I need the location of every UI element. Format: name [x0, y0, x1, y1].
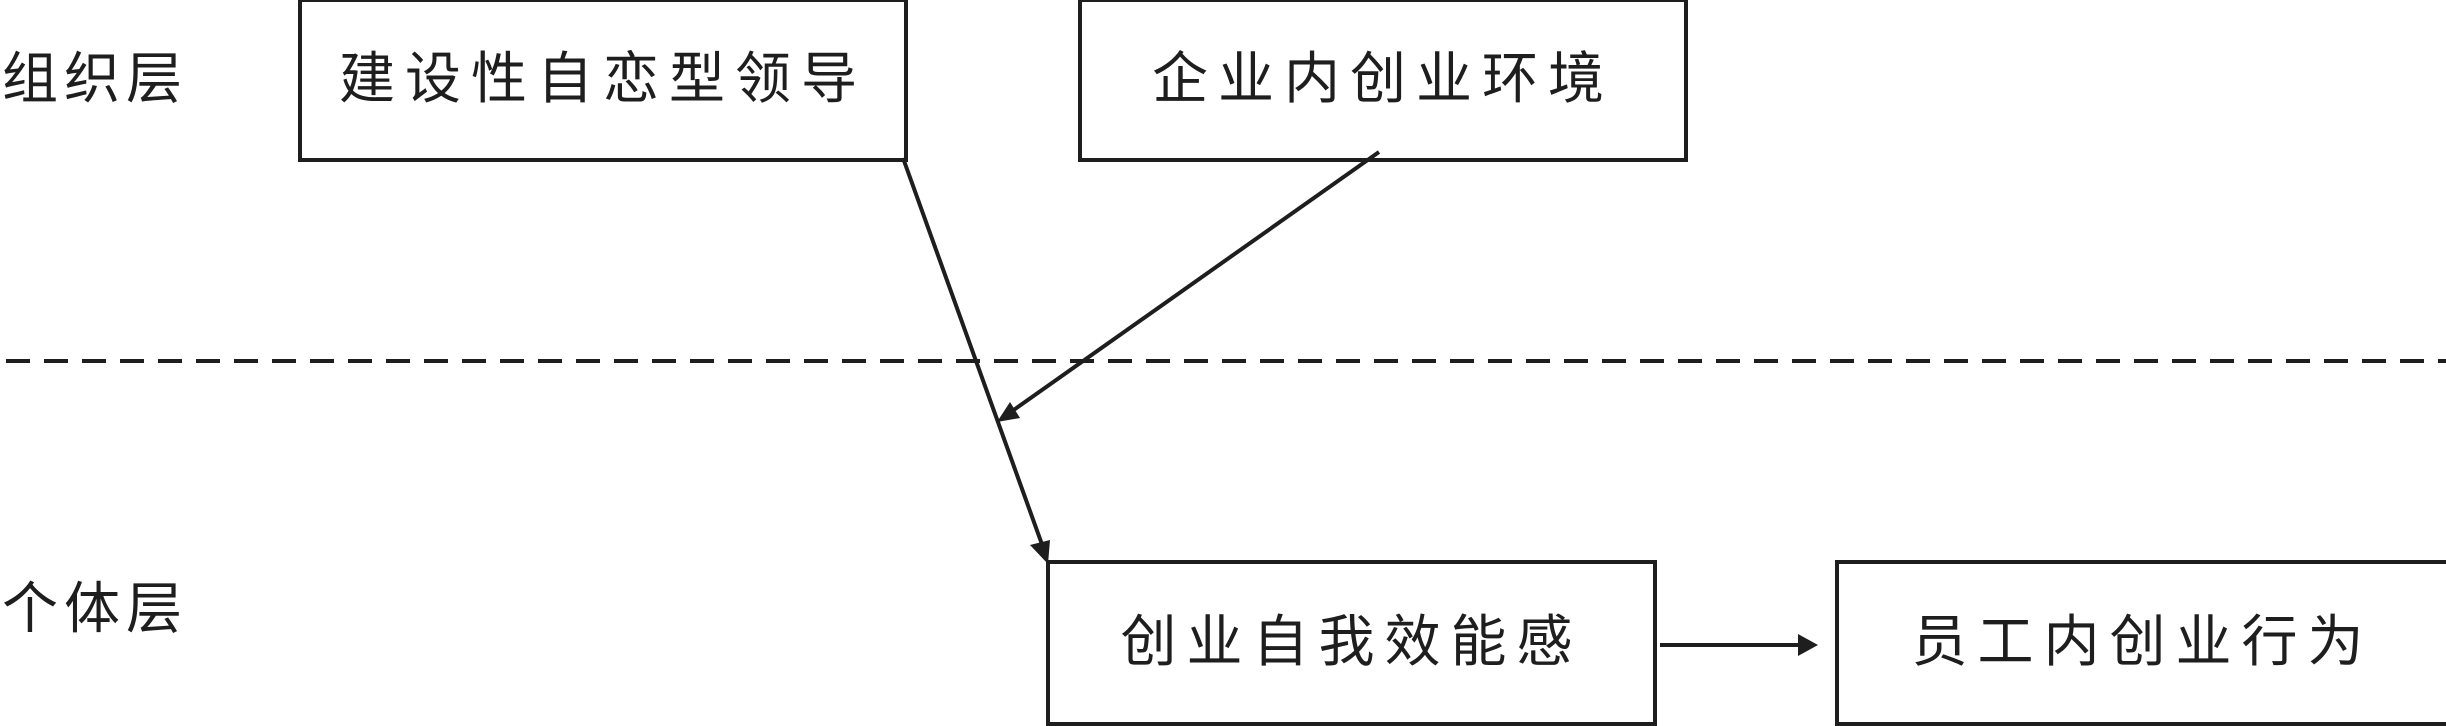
node-employee-intrapreneurial-behavior: 员工内创业行为 [1835, 560, 2446, 726]
node-label: 创业自我效能感 [1120, 610, 1583, 675]
edge-leadership-to-self-efficacy [901, 157, 1046, 551]
edge-environment-moderation [1006, 150, 1381, 416]
organization-layer-label: 组织层 [2, 47, 188, 112]
node-label: 建设性自恋型领导 [339, 47, 867, 112]
arrowhead-icon [997, 402, 1020, 422]
node-constructive-narcissistic-leadership: 建设性自恋型领导 [298, 0, 908, 162]
individual-layer-label: 个体层 [2, 577, 188, 642]
arrowhead-icon [1030, 540, 1050, 564]
arrowhead-icon [1798, 634, 1818, 656]
node-internal-entrepreneurship-environment: 企业内创业环境 [1078, 0, 1688, 162]
node-label: 员工内创业行为 [1911, 610, 2374, 675]
node-label: 企业内创业环境 [1152, 47, 1614, 112]
